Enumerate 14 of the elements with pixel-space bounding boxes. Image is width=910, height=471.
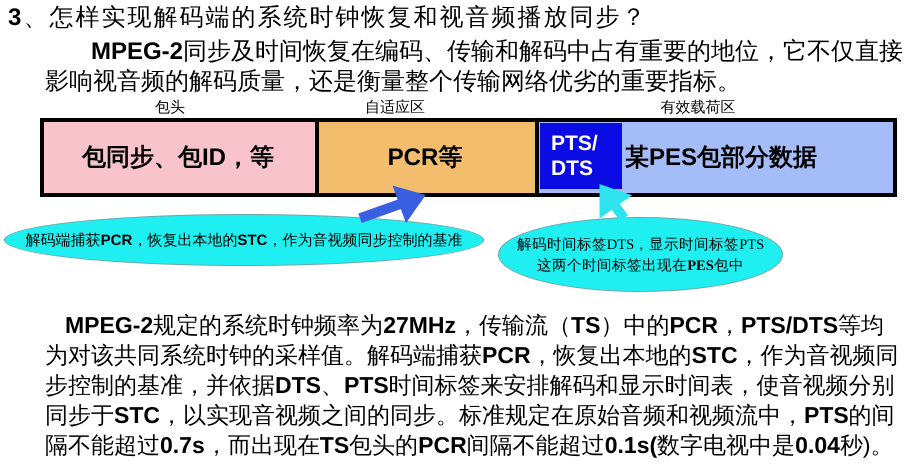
field-text: 包同步、包ID，等 xyxy=(82,142,274,172)
callout-text: 解码时间标签DTS，显示时间标签PTS这两个时间标签出现在PES包中 xyxy=(516,236,766,276)
paragraph: MPEG-2同步及时间恢复在编码、传输和解码中占有重要的地位，它不仅直接影响视音频的解码质量，还是衡量整个传输网络优劣的重要指标。 xyxy=(45,37,904,97)
callout-arrow xyxy=(358,186,426,224)
paragraph: MPEG-2规定的系统时钟频率为27MHz，传输流（TS）中的PCR，PTS/DTS等均为对该共同系统时钟的采样值。解码端捕获PCR，恢复出本地的STC，作为音视频同步控制的基准，并依据DTS、PTS时间标签来安排解码和显示时间表，使音视频分别同步于STC，以实现音视频之间的同步。标准规定在原始音频和视频流中，PTS的间隔不能超过0.7s，而出现在TS包头的PCR间隔不能超过0.1s(数字电视中是0.04秒)。 xyxy=(45,311,900,460)
callout-text: 解码端捕获PCR，恢复出本地的STC，作为音视频同步控制的基准 xyxy=(26,230,462,250)
field-text: PCR等 xyxy=(388,142,462,172)
field-heading: 包头 xyxy=(155,99,185,117)
field-heading: 自适应区 xyxy=(365,99,425,117)
heading: 3、怎样实现解码端的系统时钟恢复和视音频播放同步？ xyxy=(8,3,648,33)
timestamp-block xyxy=(540,123,622,189)
field-text: 某PES包部分数据 xyxy=(625,142,818,172)
field-heading: 有效载荷区 xyxy=(660,99,736,117)
field-text: PTS/ DTS xyxy=(551,131,599,181)
